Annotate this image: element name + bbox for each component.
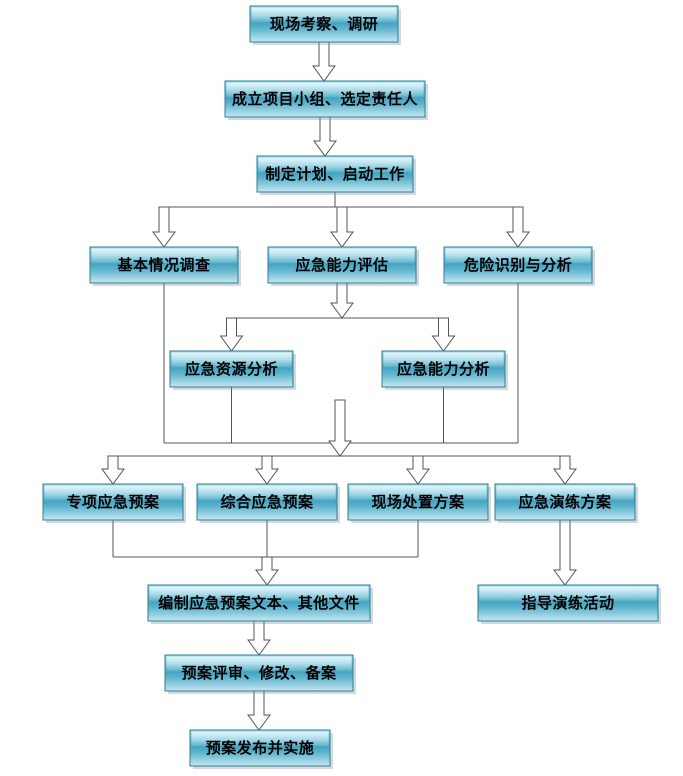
node-label: 应急资源分析 <box>185 360 278 378</box>
node-gloss <box>44 485 182 500</box>
node-gloss <box>91 248 237 263</box>
node-gloss <box>349 485 487 500</box>
flow-node[interactable]: 基本情况调查 <box>89 246 241 286</box>
flow-arrow <box>553 455 577 485</box>
flow-arrow <box>247 620 271 656</box>
node-label: 现场考察、调研 <box>270 15 379 33</box>
node-label: 指导演练活动 <box>521 594 614 612</box>
node-label: 预案发布并实施 <box>206 739 315 757</box>
node-gloss <box>445 248 591 263</box>
edge-layer <box>101 41 577 731</box>
node-gloss <box>166 656 352 671</box>
node-gloss <box>269 248 415 263</box>
node-label: 应急能力分析 <box>397 360 490 378</box>
flow-arrow <box>506 206 530 248</box>
node-gloss <box>258 157 412 172</box>
flow-node[interactable]: 预案评审、修改、备案 <box>164 654 356 694</box>
node-label: 预案评审、修改、备案 <box>181 664 337 682</box>
flow-node[interactable]: 应急能力评估 <box>267 246 419 286</box>
node-label: 现场处置方案 <box>371 493 465 511</box>
flow-node[interactable]: 危险识别与分析 <box>443 246 595 286</box>
node-gloss <box>479 586 657 601</box>
flow-arrow <box>101 455 125 485</box>
flow-node[interactable]: 专项应急预案 <box>42 483 186 523</box>
node-label: 综合应急预案 <box>220 493 314 511</box>
node-label: 编制应急预案文本、其他文件 <box>158 594 360 612</box>
flow-node[interactable]: 制定计划、启动工作 <box>256 155 416 195</box>
flow-arrow <box>152 206 176 248</box>
node-gloss <box>198 485 336 500</box>
flow-arrow <box>553 519 577 586</box>
flow-arrow <box>255 556 279 586</box>
node-gloss <box>496 485 634 500</box>
node-gloss <box>226 82 424 97</box>
flow-node[interactable]: 指导演练活动 <box>477 584 661 624</box>
node-label: 专项应急预案 <box>66 493 160 511</box>
node-label: 应急演练方案 <box>518 493 612 511</box>
flow-arrow <box>330 282 354 319</box>
flow-node[interactable]: 应急演练方案 <box>494 483 638 523</box>
flow-node[interactable]: 应急资源分析 <box>169 350 296 390</box>
flow-node[interactable]: 综合应急预案 <box>196 483 340 523</box>
flow-arrow <box>406 455 430 485</box>
node-gloss <box>149 586 369 601</box>
flow-node[interactable]: 现场考察、调研 <box>249 5 401 45</box>
flow-arrow <box>255 455 279 485</box>
flow-arrow <box>431 317 456 352</box>
flow-node[interactable]: 成立项目小组、选定责任人 <box>224 80 428 120</box>
flow-arrow <box>312 41 336 82</box>
flow-arrow <box>328 399 352 457</box>
flow-arrow <box>219 317 244 352</box>
node-gloss <box>251 7 397 22</box>
flow-arrow <box>330 206 354 248</box>
node-label: 成立项目小组、选定责任人 <box>232 90 419 108</box>
flow-arrow <box>247 690 271 731</box>
node-label: 应急能力评估 <box>295 256 388 274</box>
node-label: 危险识别与分析 <box>464 256 573 274</box>
node-gloss <box>383 352 504 367</box>
flow-arrow <box>313 116 337 157</box>
flow-node[interactable]: 编制应急预案文本、其他文件 <box>147 584 373 624</box>
node-gloss <box>191 731 329 746</box>
flow-node[interactable]: 应急能力分析 <box>381 350 508 390</box>
node-label: 基本情况调查 <box>116 256 211 274</box>
flow-node[interactable]: 预案发布并实施 <box>189 729 333 769</box>
node-label: 制定计划、启动工作 <box>265 165 405 183</box>
node-gloss <box>171 352 292 367</box>
flow-node[interactable]: 现场处置方案 <box>347 483 491 523</box>
